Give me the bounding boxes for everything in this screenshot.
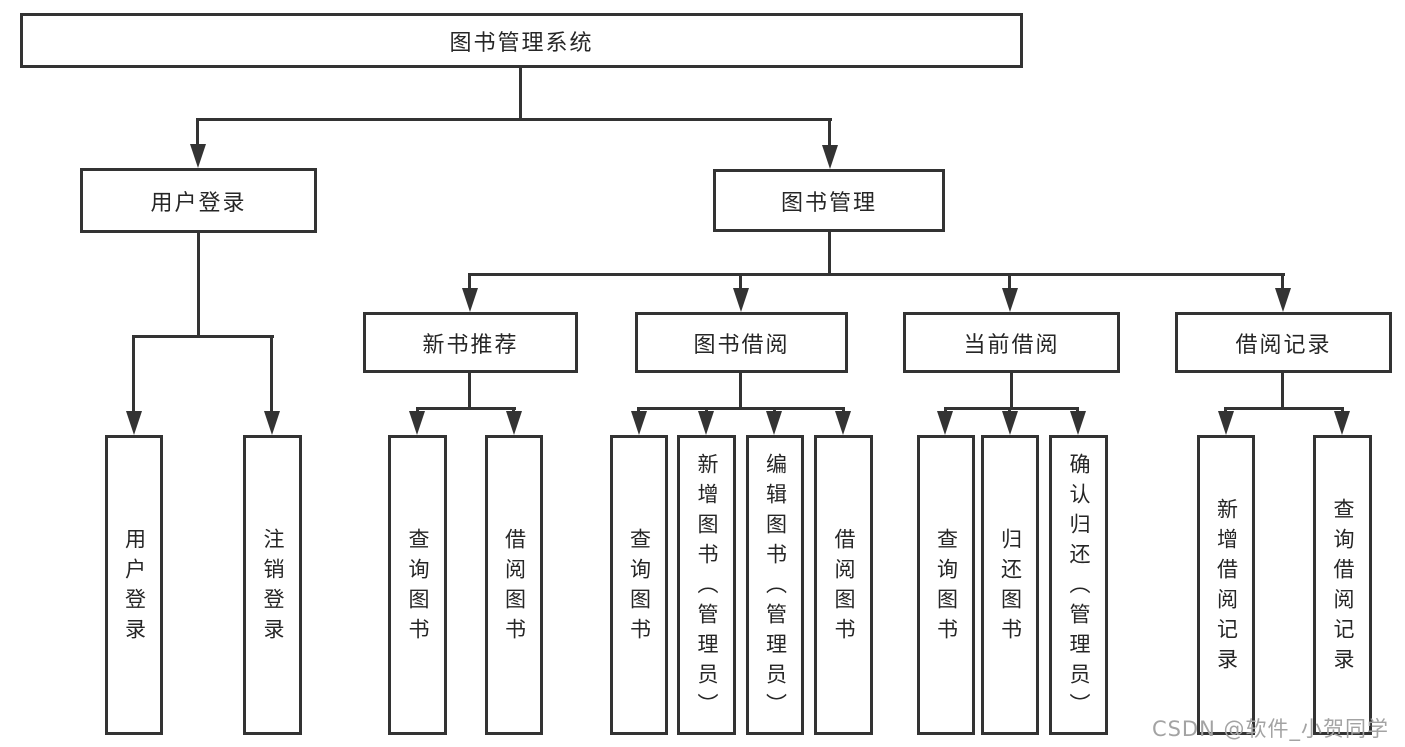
arrow-down-icon (462, 288, 478, 312)
arrow-down-icon (126, 411, 142, 435)
node-current-borrow: 当前借阅 (903, 312, 1120, 373)
connector-line (828, 232, 831, 273)
leaf-query-books-recommend: 查询图书 (388, 435, 447, 735)
connector-line (1224, 407, 1343, 410)
arrow-down-icon (1334, 411, 1350, 435)
arrow-down-icon (733, 288, 749, 312)
connector-line (468, 273, 1285, 276)
connector-line (416, 407, 516, 410)
leaf-query-borrow-record: 查询借阅记录 (1313, 435, 1372, 735)
arrow-down-icon (1275, 288, 1291, 312)
connector-line (1010, 373, 1013, 410)
leaf-edit-book-admin: 编辑图书（管理员） (746, 435, 804, 735)
leaf-query-books-current: 查询图书 (917, 435, 975, 735)
arrow-down-icon (1218, 411, 1234, 435)
connector-line (196, 118, 832, 121)
connector-line (1008, 273, 1011, 293)
arrow-down-icon (937, 411, 953, 435)
connector-line (132, 335, 274, 338)
watermark: CSDN @软件_小贺同学 (1151, 717, 1389, 741)
node-user-login: 用户登录 (80, 168, 317, 233)
leaf-user-login: 用户登录 (105, 435, 163, 735)
node-library-management-system: 图书管理系统 (20, 13, 1023, 68)
leaf-borrow-books: 借阅图书 (814, 435, 873, 735)
arrow-down-icon (822, 145, 838, 169)
leaf-logout: 注销登录 (243, 435, 302, 735)
arrow-down-icon (409, 411, 425, 435)
leaf-add-book-admin: 新增图书（管理员） (677, 435, 736, 735)
connector-line (944, 407, 1079, 410)
arrow-down-icon (190, 144, 206, 168)
arrow-down-icon (698, 411, 714, 435)
connector-line (519, 68, 522, 118)
arrow-down-icon (264, 411, 280, 435)
connector-line (828, 118, 831, 150)
connector-line (197, 233, 200, 335)
leaf-return-book: 归还图书 (981, 435, 1039, 735)
connector-line (196, 118, 199, 150)
node-new-book-recommend: 新书推荐 (363, 312, 578, 373)
arrow-down-icon (631, 411, 647, 435)
arrow-down-icon (766, 411, 782, 435)
connector-line (1281, 273, 1284, 293)
leaf-add-borrow-record: 新增借阅记录 (1197, 435, 1255, 735)
connector-line (739, 273, 742, 293)
leaf-confirm-return-admin: 确认归还（管理员） (1049, 435, 1108, 735)
node-book-borrow: 图书借阅 (635, 312, 848, 373)
leaf-borrow-books-recommend: 借阅图书 (485, 435, 543, 735)
connector-line (1281, 373, 1284, 410)
arrow-down-icon (1002, 411, 1018, 435)
arrow-down-icon (835, 411, 851, 435)
connector-line (468, 373, 471, 410)
arrow-down-icon (1002, 288, 1018, 312)
node-book-management: 图书管理 (713, 169, 945, 232)
leaf-query-books-borrow: 查询图书 (610, 435, 668, 735)
arrow-down-icon (506, 411, 522, 435)
connector-line (132, 335, 135, 415)
connector-line (468, 273, 471, 293)
connector-line (270, 335, 273, 415)
arrow-down-icon (1070, 411, 1086, 435)
node-borrow-records: 借阅记录 (1175, 312, 1392, 373)
connector-line (739, 373, 742, 410)
connector-line (637, 407, 844, 410)
